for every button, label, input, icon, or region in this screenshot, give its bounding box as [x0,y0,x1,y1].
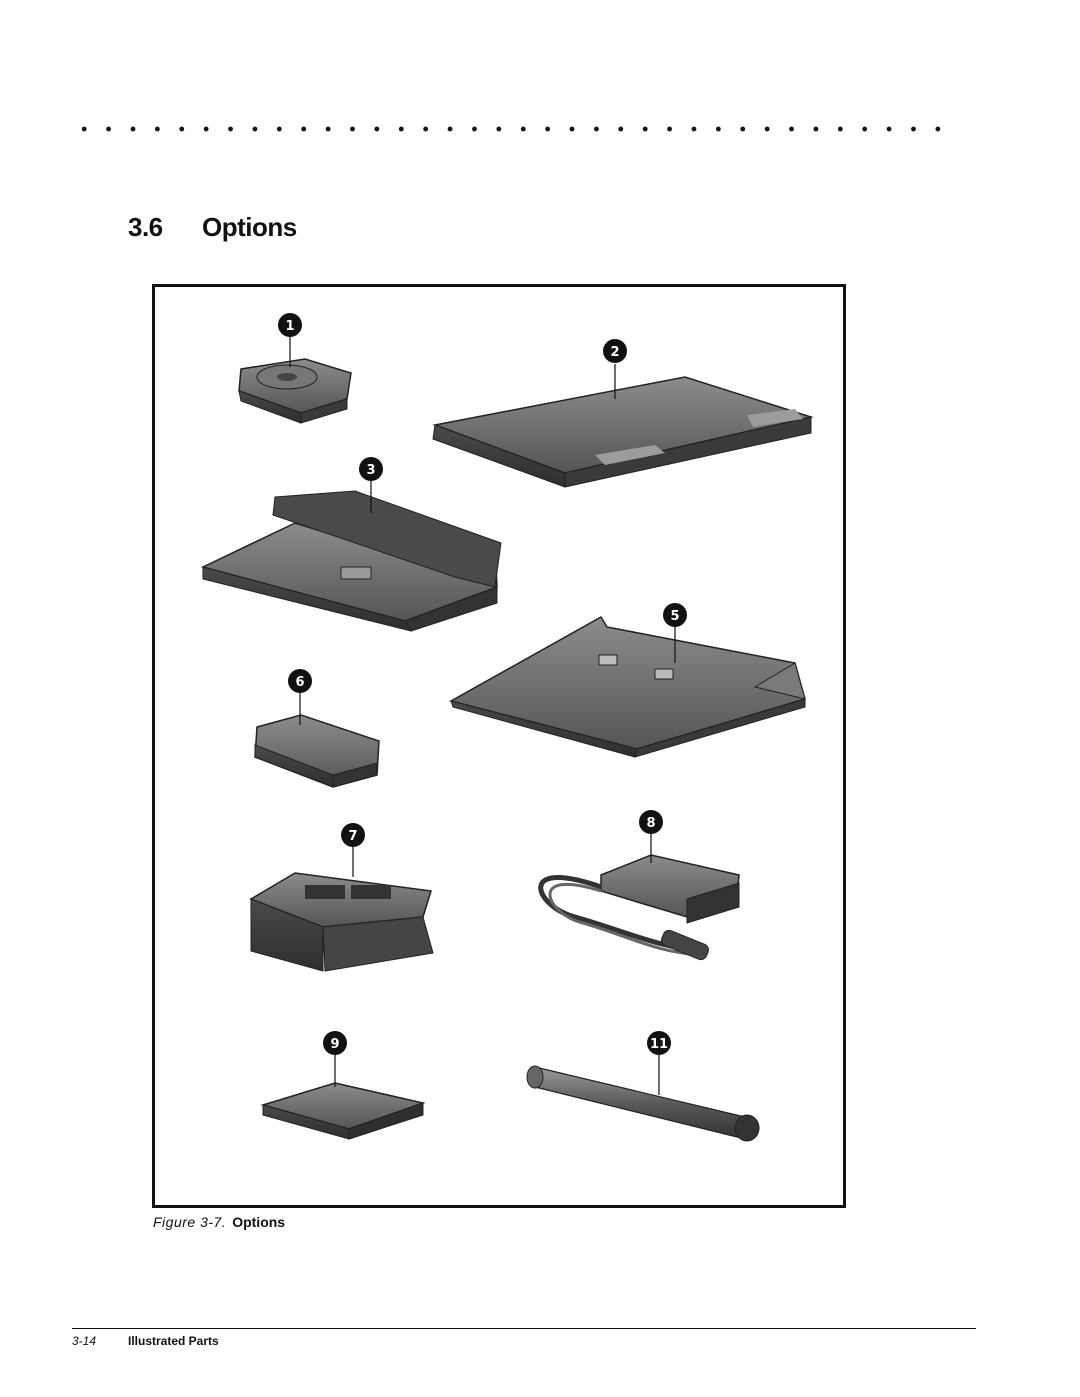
callout-5: 5 [663,603,687,627]
callout-9-label: 9 [330,1037,339,1052]
pen-stylus-icon [526,1053,760,1142]
callout-5-label: 5 [670,609,679,624]
footer-rule [72,1328,976,1329]
figure-caption: Figure 3-7. Options [153,1214,285,1230]
battery-icon [260,1055,426,1140]
hard-drive-icon [238,335,352,424]
callout-6-label: 6 [295,675,304,690]
callout-2-label: 2 [610,345,619,360]
callout-7-label: 7 [348,829,357,844]
callout-11: 11 [647,1031,671,1055]
battery-charger-icon [249,847,434,972]
callout-6: 6 [288,669,312,693]
callout-2: 2 [603,339,627,363]
figure-label: Figure 3-7. [153,1214,227,1230]
docking-station-icon [200,479,502,632]
section-title: Options [202,212,297,242]
battery-pack-icon [254,693,380,788]
dotted-separator [72,122,952,136]
section-number: 3.6 [128,212,163,242]
figure-title: Options [232,1214,286,1230]
page-footer: 3-14 Illustrated Parts [72,1334,219,1348]
callout-11-label: 11 [650,1037,668,1052]
figure-frame: 1 2 3 5 6 7 8 9 [152,284,846,1208]
callout-1: 1 [278,313,302,337]
expansion-base-icon [432,364,814,488]
footer-section-name: Illustrated Parts [128,1334,219,1348]
callout-8: 8 [639,810,663,834]
port-replicator-icon [449,615,806,758]
callout-3-label: 3 [366,463,375,478]
ac-adapter-icon [538,831,740,961]
page-number: 3-14 [72,1334,97,1348]
callout-1-label: 1 [285,319,294,334]
section-heading: 3.6 Options [128,212,297,243]
callout-8-label: 8 [646,816,655,831]
callout-3: 3 [359,457,383,481]
figure-illustration: 1 2 3 5 6 7 8 9 [200,313,814,1142]
callout-9: 9 [323,1031,347,1055]
callout-7: 7 [341,823,365,847]
